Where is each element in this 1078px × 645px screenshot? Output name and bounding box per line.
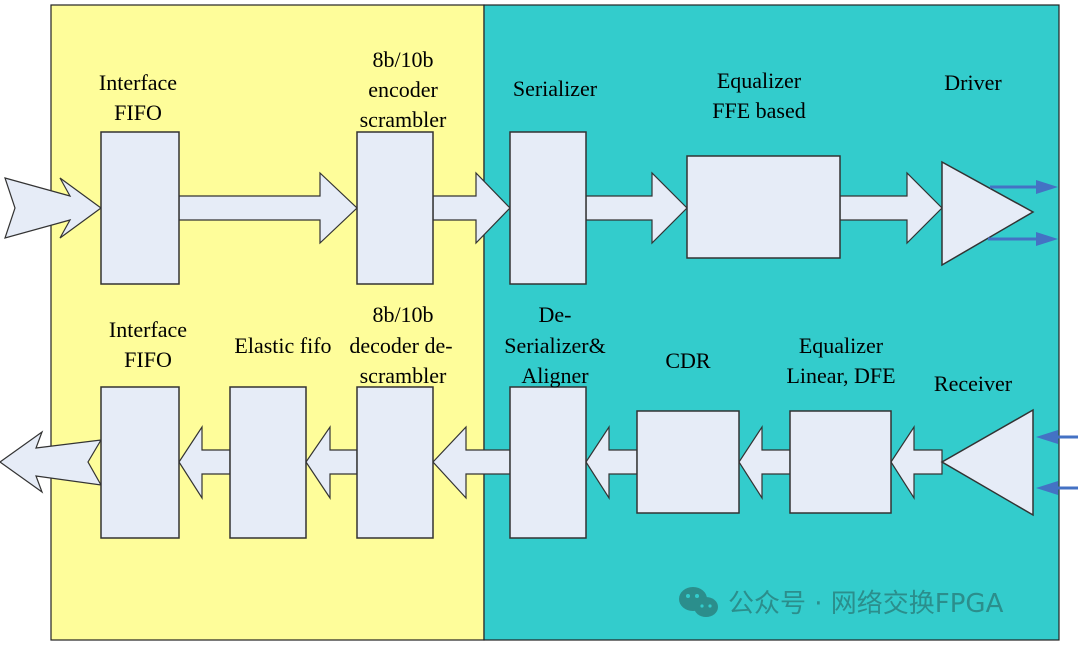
decoder-label: scrambler	[360, 363, 447, 388]
dfe-equalizer-label: Equalizer	[799, 333, 884, 358]
arrow-fifo-to-encoder	[178, 171, 358, 245]
cdr-block	[636, 410, 740, 514]
deserializer-block	[509, 386, 587, 539]
driver-outputs	[988, 180, 1058, 246]
ffe-equalizer-label: FFE based	[712, 98, 806, 123]
deserializer-label: De-	[539, 302, 572, 327]
driver-triangle	[941, 160, 1035, 267]
encoder-label: encoder	[368, 77, 438, 102]
cdr-label: CDR	[665, 348, 711, 373]
arrow-cdr-to-deserializer	[585, 424, 638, 501]
decoder-label: decoder de-	[349, 333, 452, 358]
ffe-equalizer-label: Equalizer	[717, 68, 802, 93]
receiver-label: Receiver	[934, 371, 1013, 396]
receiver-triangle	[940, 408, 1034, 517]
arrow-encoder-to-serializer	[432, 171, 511, 245]
watermark-text: 公众号 · 网络交换FPGA	[728, 589, 1004, 619]
rx-fifo-label: FIFO	[124, 347, 172, 372]
deserializer-label: Aligner	[521, 363, 589, 388]
driver-label: Driver	[944, 70, 1002, 95]
tx-input-arrow	[4, 177, 103, 239]
arrow-equalizer-to-cdr	[738, 424, 791, 501]
encoder-block	[356, 131, 434, 285]
arrow-decoder-to-elastic	[305, 425, 358, 500]
encoder-label: 8b/10b	[372, 47, 433, 72]
serializer-label: Serializer	[513, 76, 598, 101]
rx-interface-fifo-block	[100, 386, 180, 539]
receiver-inputs	[1036, 430, 1078, 495]
deserializer-label: Serializer&	[504, 333, 605, 358]
dfe-equalizer-block	[789, 410, 892, 514]
decoder-block	[356, 386, 434, 539]
rx-output-arrow	[0, 430, 103, 494]
arrow-equalizer-to-driver	[839, 171, 943, 245]
arrow-deserializer-to-decoder	[432, 425, 511, 500]
arrow-receiver-to-equalizer	[890, 424, 943, 501]
tx-fifo-label: Interface	[99, 70, 177, 95]
decoder-label: 8b/10b	[372, 302, 433, 327]
elastic-fifo-label: Elastic fifo	[234, 333, 331, 358]
wechat-icon	[679, 587, 718, 617]
elastic-fifo-block	[229, 386, 307, 539]
dfe-equalizer-label: Linear, DFE	[786, 363, 895, 388]
ffe-equalizer-block	[686, 155, 841, 259]
arrow-serializer-to-equalizer	[585, 171, 688, 245]
encoder-label: scrambler	[360, 107, 447, 132]
serializer-block	[509, 131, 587, 285]
tx-fifo-label: FIFO	[114, 100, 162, 125]
rx-fifo-label: Interface	[109, 317, 187, 342]
tx-interface-fifo-block	[100, 131, 180, 285]
arrow-elastic-to-fifo	[178, 424, 231, 501]
